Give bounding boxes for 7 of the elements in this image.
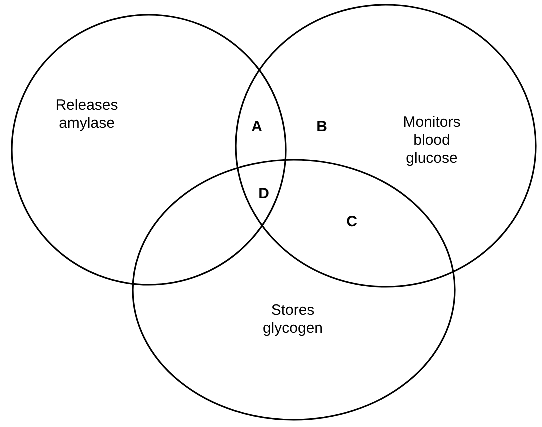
region-letter: A	[252, 118, 262, 136]
set-label: Releases amylase	[54, 97, 120, 133]
region-letter: B	[316, 118, 328, 136]
region-letter: D	[258, 186, 270, 202]
set-label: Monitors blood glucose	[402, 114, 462, 168]
region-letter: C	[346, 214, 358, 230]
set-label: Stores glycogen	[262, 302, 324, 338]
